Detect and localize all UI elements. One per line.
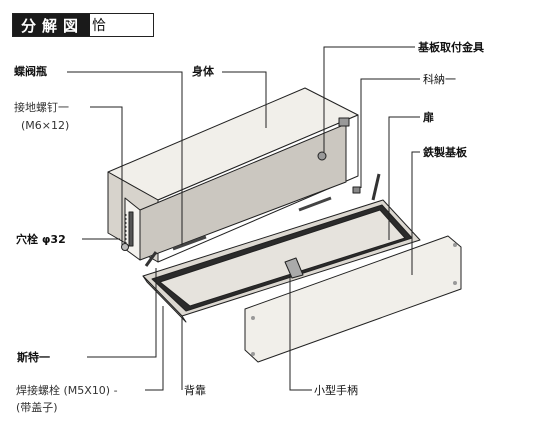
diagram-title: 分解図 [13,14,91,36]
label-small-handle: 小型手柄 [314,384,358,397]
ground-screw [121,243,129,251]
hinge-lower-part [352,186,361,194]
plate-hole [251,352,255,356]
steel-plate [244,235,462,363]
leader-small-handle [289,276,312,391]
diagram-title-box: 分解図 恰 [12,13,154,37]
leader-mounting-bracket [323,46,415,152]
leader-butterfly-bottle [67,71,183,245]
open-door [142,173,421,323]
label-weld-screw-note: (带盖子) [16,401,58,414]
label-ground-screw: 接地螺钉一 [14,101,69,114]
stay-right [371,173,381,201]
hinge-upper-part [338,117,350,127]
leader-weld-screw [145,306,164,391]
label-door: 扉 [423,111,434,124]
mounting-bracket-part [317,151,327,161]
hinge-strip [128,211,134,247]
inner-bar-left [172,235,207,251]
label-section-one: 科納一 [423,73,456,86]
label-body: 身体 [192,65,214,78]
small-handle-part [284,257,304,279]
label-ground-screw-spec: (M6×12) [21,119,70,132]
leader-lines [67,46,420,391]
leader-ground-screw [90,106,123,245]
label-steel-plate: 鉄製基板 [423,146,467,159]
leader-body [222,71,267,128]
steel-plate-holes [251,243,457,356]
leader-door [388,116,420,240]
label-hole-plug: 穴栓 φ32 [16,233,66,246]
label-weld-screw: 焊接螺栓 (M5X10) - [16,384,118,397]
cabinet-body [107,87,361,263]
label-stay: 斯特一 [17,351,50,364]
door-edge [142,275,187,323]
plate-hole [453,281,457,285]
plate-hole [251,316,255,320]
door-inner-panel [159,209,406,307]
label-mounting-bracket: 基板取付金具 [418,41,484,54]
plate-hole [453,243,457,247]
diagram-title-extra: 恰 [92,18,107,34]
leader-steel-plate [411,151,420,275]
label-back-support: 背靠 [184,384,206,397]
leader-stay [87,268,157,358]
stay-left [144,251,158,267]
inner-bar-right [298,196,332,212]
label-butterfly-bottle: 蝶阀瓶 [14,65,47,78]
leader-section-one [360,78,420,188]
